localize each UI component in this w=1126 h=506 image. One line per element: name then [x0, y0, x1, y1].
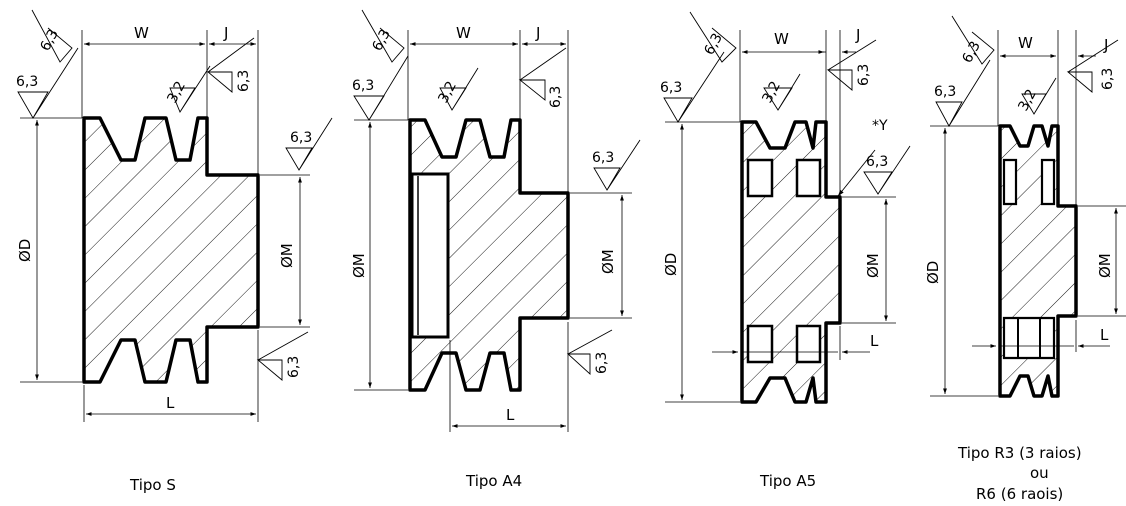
- pulley-r-caption-line3: R6 (6 raois): [976, 485, 1063, 503]
- pulley-r-label-d: ØD: [924, 261, 942, 284]
- pulley-s-roughness: 6,3: [236, 70, 252, 92]
- pulley-s-label-l: L: [166, 394, 175, 412]
- pulley-s-roughness: 6,3: [290, 130, 312, 146]
- pulley-a5-label-y: *Y: [872, 118, 888, 134]
- pulley-a4-label-l: L: [506, 406, 515, 424]
- pulley-r-label-m: ØM: [1096, 253, 1114, 278]
- pulley-a5-roughness: 3,2: [759, 79, 784, 106]
- pulley-r-roughness: 6,3: [1100, 68, 1116, 90]
- pulley-s-caption: Tipo S: [129, 476, 176, 494]
- pulley-a4-roughness: 3,2: [435, 79, 460, 106]
- pulley-r-caption-line2: ou: [1030, 464, 1049, 482]
- pulley-a4-roughness: 6,3: [352, 78, 374, 94]
- pulley-a4-roughness: 6,3: [592, 150, 614, 166]
- pulley-a5-label-d: ØD: [662, 253, 680, 276]
- pulley-a5-web-cutout: [746, 324, 774, 364]
- pulley-a4-roughness: 6,3: [594, 352, 610, 374]
- pulley-r-spoke-gap: [1002, 158, 1018, 206]
- pulley-a4-roughness: 6,3: [369, 27, 394, 54]
- pulley-r-roughness: 6,3: [934, 84, 956, 100]
- pulley-r-label-l: L: [1100, 326, 1109, 344]
- pulley-a5-web-cutout: [795, 158, 822, 198]
- pulley-r-spoke-gap: [1002, 316, 1056, 360]
- pulley-a4-label-m2: ØM: [599, 249, 617, 274]
- pulley-tipo-a4: W J L ØM ØM 6,3 6,3 3,2 6,3 6,3 6,3 Tipo…: [350, 9, 641, 490]
- pulley-tipo-s: W J L ØD ØM 6,3 6,3 3,2 6,3 6,3 6,3 Tipo…: [16, 9, 333, 494]
- pulley-a4-caption: Tipo A4: [465, 472, 522, 490]
- pulley-a5-label-m: ØM: [864, 253, 882, 278]
- pulley-a5-label-w: W: [774, 30, 789, 48]
- pulley-a5-caption: Tipo A5: [759, 472, 816, 490]
- pulley-a5-web-cutout: [795, 324, 822, 364]
- pulley-a4-label-j: J: [535, 24, 540, 42]
- pulley-a5-roughness: 6,3: [866, 154, 888, 170]
- pulley-a5-label-j: J: [855, 26, 860, 44]
- pulley-r-spoke-gap: [1040, 158, 1056, 206]
- pulley-a4-label-w: W: [456, 24, 471, 42]
- pulley-s-label-j: J: [223, 24, 228, 42]
- pulley-s-label-w: W: [134, 24, 149, 42]
- pulley-s-roughness: 6,3: [37, 27, 62, 54]
- pulley-a4-label-m1: ØM: [350, 253, 368, 278]
- pulley-a5-roughness: 6,3: [856, 64, 872, 86]
- pulley-s-roughness: 6,3: [286, 356, 302, 378]
- pulley-a5-web-cutout: [746, 158, 774, 198]
- pulley-tipo-r3-r6: W J L ØD ØM 6,3 6,3 3,2 6,3 Tipo R3 (3 r…: [924, 15, 1126, 503]
- pulley-s-body: [82, 116, 260, 384]
- pulley-s-roughness: 3,2: [164, 79, 189, 106]
- pulley-s-label-m: ØM: [278, 243, 296, 268]
- pulley-s-roughness: 6,3: [16, 74, 38, 90]
- pulley-s-label-d: ØD: [16, 239, 34, 262]
- pulley-r-label-w: W: [1018, 34, 1033, 52]
- pulley-a5-roughness: 6,3: [660, 80, 682, 96]
- pulley-a5-label-l: L: [870, 332, 879, 350]
- pulley-r-caption-line1: Tipo R3 (3 raios): [957, 444, 1082, 462]
- pulley-r-label-j: J: [1103, 36, 1108, 54]
- pulley-tipo-a5: W J L *Y ØD ØM 6,3 6,3 3,2 6,3 6,3 Tipo …: [660, 11, 911, 490]
- pulley-a4-roughness: 6,3: [548, 86, 564, 108]
